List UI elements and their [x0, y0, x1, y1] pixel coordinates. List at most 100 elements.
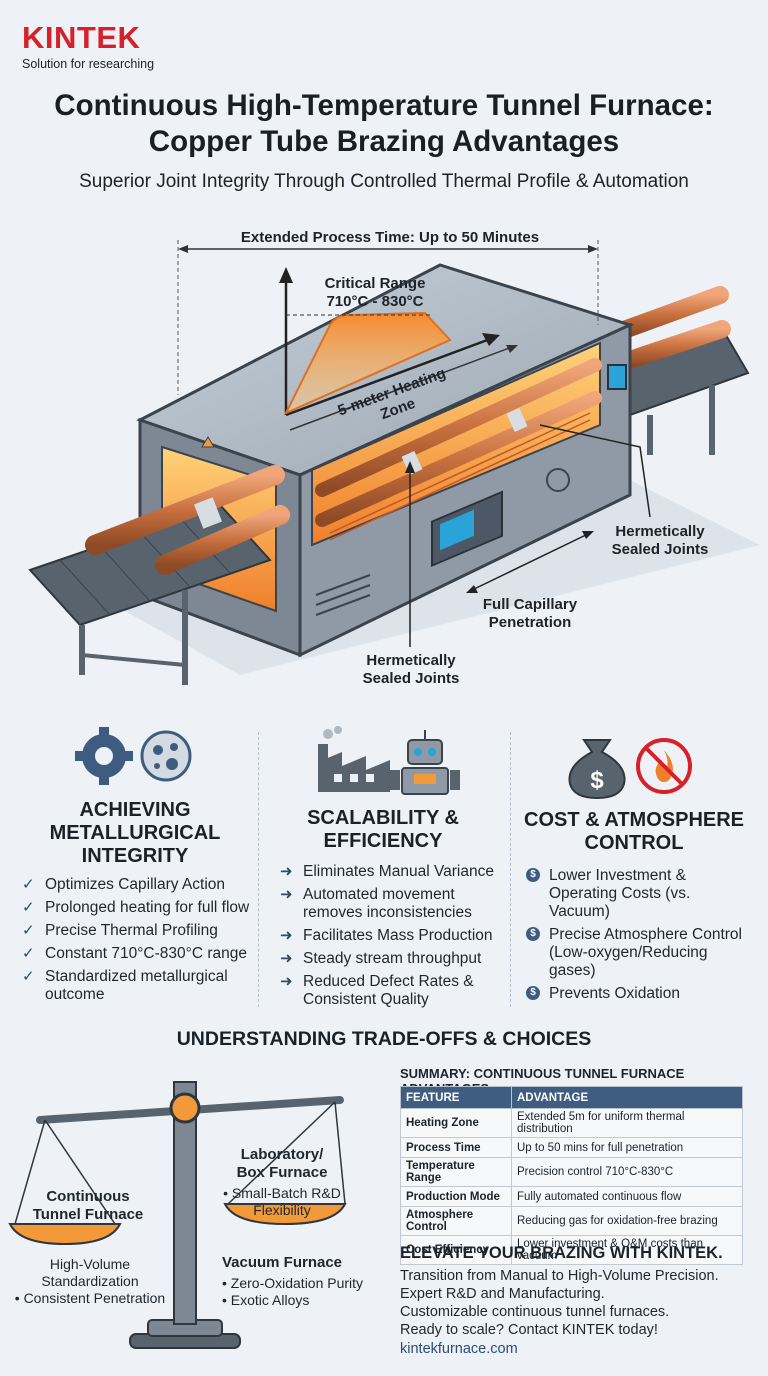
- table-cell-feature: Process Time: [400, 1137, 512, 1158]
- vacuum-furnace-details: • Zero-Oxidation Purity • Exotic Alloys: [222, 1275, 372, 1309]
- list-item: $Lower Investment & Operating Costs (vs.…: [524, 867, 754, 921]
- cost-icons: $: [568, 738, 692, 800]
- arrow-right-icon: ➜: [280, 950, 293, 967]
- table-cell-feature: Temperature Range: [400, 1157, 512, 1187]
- sealed-bottom-line-1: Hermetically: [366, 652, 456, 669]
- capillary-line-2: Penetration: [488, 614, 572, 631]
- lab-title-line-2: Box Furnace: [236, 1164, 328, 1181]
- list-item: ➜Reduced Defect Rates & Consistent Quali…: [280, 973, 474, 1008]
- list-item: ➜Facilitates Mass Production: [280, 927, 493, 944]
- table-cell-advantage: Reducing gas for oxidation-free brazing: [511, 1206, 743, 1236]
- coin-icon: $: [526, 986, 540, 1000]
- table-cell-advantage: Up to 50 mins for full penetration: [511, 1137, 743, 1158]
- cost-column: $ COST & ATMOSPHERE CONTROL $Lower Inves…: [524, 722, 760, 1008]
- cta-lines: Transition from Manual to High-Volume Pr…: [400, 1267, 760, 1339]
- balance-scale-illustration: [8, 1081, 347, 1349]
- column-divider: [510, 732, 512, 1007]
- title-line-1: Continuous High-Temperature Tunnel Furna…: [54, 89, 714, 122]
- website-link[interactable]: kintekfurnace.com: [400, 1341, 518, 1357]
- lab-detail-line-1: • Small-Batch R&D: [223, 1185, 341, 1201]
- sealed-right-line-2: Sealed Joints: [611, 541, 709, 558]
- tunnel-furnace-details: High-Volume Standardization • Consistent…: [10, 1256, 170, 1307]
- list-item: ➜Automated movement removes inconsistenc…: [280, 886, 472, 921]
- robot-icon: [390, 730, 460, 795]
- sealed-right-line-1: Hermetically: [615, 523, 705, 540]
- scalability-icons: [318, 726, 460, 795]
- column-divider: [258, 732, 260, 1007]
- sealed-joints-right-label: Hermetically Sealed Joints: [585, 523, 735, 559]
- microstructure-icon: [140, 730, 192, 782]
- sealed-bottom-line-2: Sealed Joints: [362, 670, 460, 687]
- vacuum-furnace-title: Vacuum Furnace: [221, 1254, 343, 1271]
- table-cell-feature: Cost Efficiency: [400, 1235, 512, 1265]
- brand-tagline: Solution for researching: [22, 57, 155, 71]
- metallurgical-list: ✓Optimizes Capillary Action ✓Prolonged h…: [20, 876, 250, 1004]
- capillary-label: Full Capillary Penetration: [455, 596, 605, 632]
- metallurgical-column: ACHIEVING METALLURGICAL INTEGRITY ✓Optim…: [20, 722, 250, 1009]
- check-icon: ✓: [22, 899, 35, 916]
- tunnel-title-line-1: Continuous: [46, 1188, 130, 1205]
- sealed-joints-bottom-label: Hermetically Sealed Joints: [336, 652, 486, 688]
- check-icon: ✓: [22, 922, 35, 939]
- furnace-illustration: [28, 240, 760, 685]
- metallurgical-icons: [75, 727, 192, 785]
- cost-list: $Lower Investment & Operating Costs (vs.…: [524, 867, 760, 1003]
- check-icon: ✓: [22, 876, 35, 893]
- tunnel-detail-line-3: • Consistent Penetration: [14, 1290, 166, 1306]
- table-cell-advantage: Lower investment & O&M costs than vacuum: [511, 1235, 743, 1265]
- scalability-list: ➜Eliminates Manual Variance ➜Automated m…: [278, 863, 503, 1009]
- coin-icon: $: [526, 868, 540, 882]
- check-icon: ✓: [22, 945, 35, 962]
- tunnel-detail-line-2: Standardization: [41, 1273, 139, 1289]
- brand-name: KINTEK: [22, 20, 141, 55]
- scalability-title: SCALABILITY & EFFICIENCY: [307, 807, 459, 852]
- lab-furnace-details: • Small-Batch R&D Flexibility: [212, 1185, 352, 1219]
- cta-title: ELEVATE YOUR BRAZING WITH KINTEK.: [400, 1244, 723, 1262]
- table-header-advantage: ADVANTAGE: [511, 1086, 743, 1109]
- vac-detail-line-2: • Exotic Alloys: [222, 1292, 310, 1308]
- capillary-line-1: Full Capillary: [482, 596, 578, 613]
- cta-line: Expert R&D and Manufacturing.: [400, 1286, 605, 1302]
- table-cell-feature: Atmosphere Control: [400, 1206, 512, 1236]
- check-icon: ✓: [22, 968, 35, 985]
- scalability-column: SCALABILITY & EFFICIENCY ➜Eliminates Man…: [278, 722, 503, 1014]
- brand-logo: KINTEK Solution for researching: [22, 20, 155, 72]
- metallurgical-title: ACHIEVING METALLURGICAL INTEGRITY: [49, 799, 221, 867]
- factory-icon: [318, 726, 390, 792]
- gear-icon: [75, 727, 133, 785]
- tunnel-furnace-title: Continuous Tunnel Furnace: [28, 1188, 148, 1224]
- arrow-right-icon: ➜: [280, 927, 293, 944]
- list-item: ✓Standardized metallurgical outcome: [22, 968, 228, 1003]
- svg-text:$: $: [590, 767, 604, 794]
- list-item: ➜Steady stream throughput: [280, 950, 482, 967]
- table-cell-feature: Heating Zone: [400, 1108, 512, 1138]
- thermal-profile-curve: [283, 311, 452, 416]
- tradeoffs-heading: UNDERSTANDING TRADE-OFFS & CHOICES: [176, 1028, 592, 1050]
- arrow-right-icon: ➜: [280, 886, 293, 903]
- process-time-label: Extended Process Time: Up to 50 Minutes: [240, 229, 540, 246]
- table-cell-advantage: Fully automated continuous flow: [511, 1186, 743, 1207]
- lab-detail-line-2: Flexibility: [253, 1202, 311, 1218]
- critical-range-label: Critical Range 710°C - 830°C: [300, 275, 450, 311]
- table-header-feature: FEATURE: [400, 1086, 512, 1109]
- no-fire-icon: [636, 738, 692, 794]
- cta-line: Ready to scale? Contact KINTEK today!: [400, 1322, 658, 1338]
- vac-detail-line-1: • Zero-Oxidation Purity: [222, 1275, 364, 1291]
- table-cell-feature: Production Mode: [400, 1186, 512, 1207]
- list-item: ✓Optimizes Capillary Action: [22, 876, 226, 893]
- cta-line: Transition from Manual to High-Volume Pr…: [400, 1268, 719, 1284]
- money-bag-icon: $: [568, 739, 626, 800]
- tunnel-detail-line-1: High-Volume: [49, 1256, 131, 1272]
- list-item: ✓Precise Thermal Profiling: [22, 922, 218, 939]
- cta-block: ELEVATE YOUR BRAZING WITH KINTEK. Transi…: [400, 1244, 760, 1357]
- furnace-gear-icon: [546, 468, 570, 492]
- lab-title-line-1: Laboratory/: [240, 1146, 324, 1163]
- lab-furnace-title: Laboratory/ Box Furnace: [222, 1146, 342, 1182]
